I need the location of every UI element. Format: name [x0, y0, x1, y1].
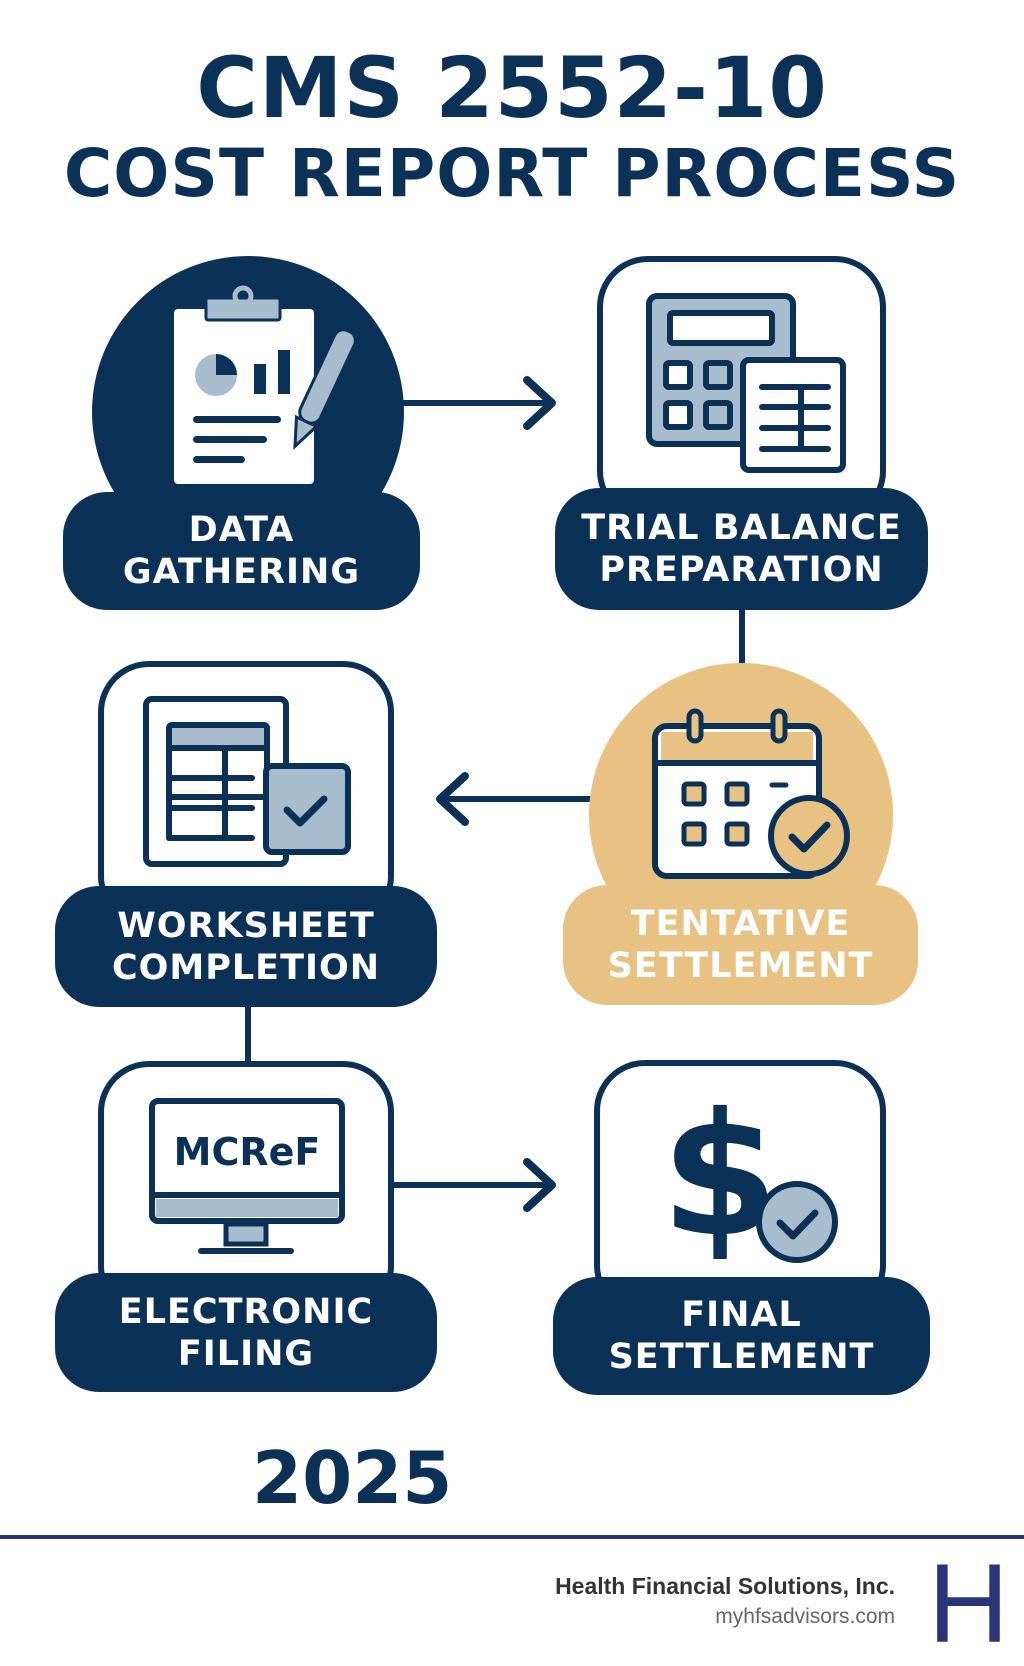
- arrow-data-to-trial: [398, 376, 556, 430]
- svg-text:$: $: [661, 1077, 779, 1275]
- label-line: FINAL: [681, 1295, 802, 1335]
- step-data-gathering-label: DATA GATHERING: [63, 492, 420, 610]
- dollar-check-icon: $: [661, 1077, 838, 1275]
- label-line: SETTLEMENT: [608, 1337, 875, 1377]
- monitor-mcref-text: MCReF: [174, 1130, 321, 1174]
- step-final-settlement-label: FINAL SETTLEMENT: [553, 1277, 930, 1395]
- step-tentative-settlement-label: TENTATIVE SETTLEMENT: [563, 885, 918, 1005]
- step-worksheet-completion-label: WORKSHEET COMPLETION: [55, 886, 437, 1007]
- arrow-tentative-to-worksheet: [436, 772, 594, 826]
- worksheet-check-icon: [143, 696, 351, 867]
- title-line-1: CMS 2552-10: [196, 39, 828, 137]
- company-logo-icon: H: [928, 1541, 1009, 1666]
- label-line: SETTLEMENT: [607, 946, 874, 986]
- label-line: ELECTRONIC: [118, 1291, 374, 1332]
- label-line: FILING: [177, 1333, 315, 1374]
- company-name: Health Financial Solutions, Inc.: [555, 1573, 895, 1599]
- company-website: myhfsadvisors.com: [715, 1605, 895, 1628]
- label-line: PREPARATION: [599, 550, 884, 590]
- calculator-spreadsheet-icon: [646, 293, 846, 473]
- year-label: 2025: [252, 1436, 453, 1520]
- label-line: TENTATIVE: [630, 904, 851, 944]
- label-line: DATA: [188, 510, 295, 550]
- step-trial-balance-label: TRIAL BALANCE PREPARATION: [555, 488, 928, 610]
- arrow-filing-to-final: [392, 1158, 556, 1212]
- title-line-2: COST REPORT PROCESS: [63, 135, 961, 212]
- label-line: WORKSHEET: [117, 905, 375, 946]
- step-electronic-filing-label: ELECTRONIC FILING: [55, 1273, 437, 1392]
- clipboard-chart-pen-icon: [174, 285, 357, 484]
- calendar-check-icon: [652, 708, 850, 879]
- footer-divider: [0, 1535, 1024, 1539]
- label-line: COMPLETION: [111, 947, 381, 988]
- label-line: TRIAL BALANCE: [581, 508, 902, 548]
- label-line: GATHERING: [122, 552, 361, 592]
- monitor-icon: [149, 1098, 345, 1254]
